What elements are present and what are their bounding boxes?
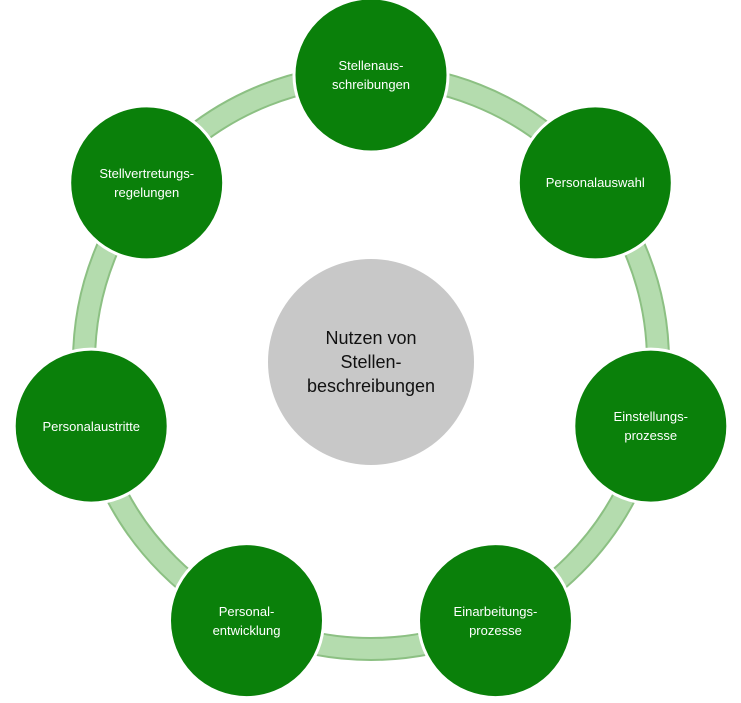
node-circle-personalauswahl bbox=[516, 104, 674, 262]
node-circle-stellenausschreibungen bbox=[292, 0, 450, 154]
node-circle-personalaustritte bbox=[12, 347, 170, 505]
center-circle-layer bbox=[268, 259, 474, 465]
node-circle-einstellungsprozesse bbox=[572, 347, 730, 505]
node-circle-stellvertretungsregelungen bbox=[68, 104, 226, 262]
node-circles-layer bbox=[12, 0, 730, 700]
node-circle-personalentwicklung bbox=[168, 542, 325, 700]
node-circle-einarbeitungsprozesse bbox=[417, 542, 574, 700]
center-circle bbox=[268, 259, 474, 465]
